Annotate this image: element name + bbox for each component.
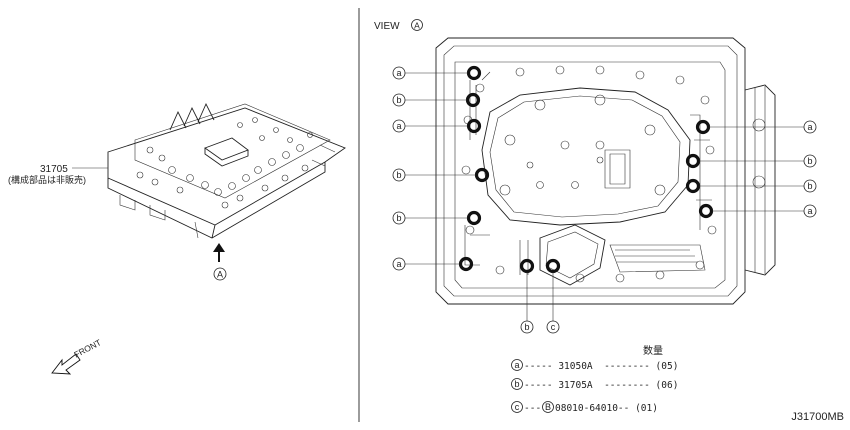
view-title-marker: A [414, 21, 420, 31]
legend-row-c: c --- B 08010-64010-- (01) [511, 401, 658, 414]
callout-left-6: a [392, 257, 406, 271]
view-title-marker-circle [411, 19, 423, 31]
svg-text:a: a [807, 122, 812, 132]
control-valve-assembly [107, 102, 346, 239]
view-title: VIEW [374, 21, 400, 32]
callout-left-3: a [392, 119, 406, 133]
svg-text:b: b [807, 156, 812, 166]
valve-body-view [435, 37, 776, 305]
view-arrow-marker: A [213, 243, 227, 281]
svg-text:a: a [396, 121, 401, 131]
legend-row-b: b ----- 31705A -------- (06) [511, 378, 678, 391]
left-callouts: a b a b b a [392, 66, 406, 271]
svg-text:08010-64010-- (01): 08010-64010-- (01) [555, 403, 658, 414]
bottom-callouts: b c [520, 320, 560, 334]
callout-left-2: b [392, 93, 406, 107]
diagram-code: J31700MB [791, 411, 844, 423]
svg-text:b: b [396, 170, 401, 180]
callout-right-3: b [803, 179, 817, 193]
right-callouts: a b b a [803, 120, 817, 218]
svg-text:c: c [551, 322, 556, 332]
svg-text:a: a [396, 259, 401, 269]
svg-text:----- 31050A -------- (05): ----- 31050A -------- (05) [524, 361, 678, 372]
svg-text:b: b [396, 95, 401, 105]
callout-left-4: b [392, 168, 406, 182]
svg-text:a: a [514, 360, 519, 370]
parts-legend: 数量 a ----- 31050A -------- (05) b ----- … [511, 344, 678, 414]
svg-text:c: c [515, 402, 520, 412]
svg-text:b: b [514, 379, 519, 389]
svg-text:b: b [396, 213, 401, 223]
callout-right-4: a [803, 204, 817, 218]
callout-left-1: a [392, 66, 406, 80]
leader-lines [405, 72, 804, 321]
front-label: FRONT [72, 337, 103, 360]
svg-text:b: b [807, 181, 812, 191]
svg-text:b: b [524, 322, 529, 332]
part-note: (構成部品は非販売) [8, 174, 86, 185]
callout-right-2: b [803, 154, 817, 168]
view-marker-left: A [217, 270, 223, 280]
legend-quantity-header: 数量 [643, 344, 663, 357]
callout-left-5: b [392, 211, 406, 225]
svg-text:B: B [545, 402, 551, 412]
svg-text:----- 31705A -------- (06): ----- 31705A -------- (06) [524, 380, 678, 391]
callout-bottom-1: b [520, 320, 534, 334]
part-number: 31705 [40, 164, 68, 175]
callout-bottom-2: c [546, 320, 560, 334]
front-indicator: FRONT [51, 337, 103, 375]
svg-text:---: --- [524, 403, 541, 414]
svg-text:a: a [396, 68, 401, 78]
callout-right-1: a [803, 120, 817, 134]
legend-row-a: a ----- 31050A -------- (05) [511, 359, 678, 372]
svg-text:a: a [807, 206, 812, 216]
